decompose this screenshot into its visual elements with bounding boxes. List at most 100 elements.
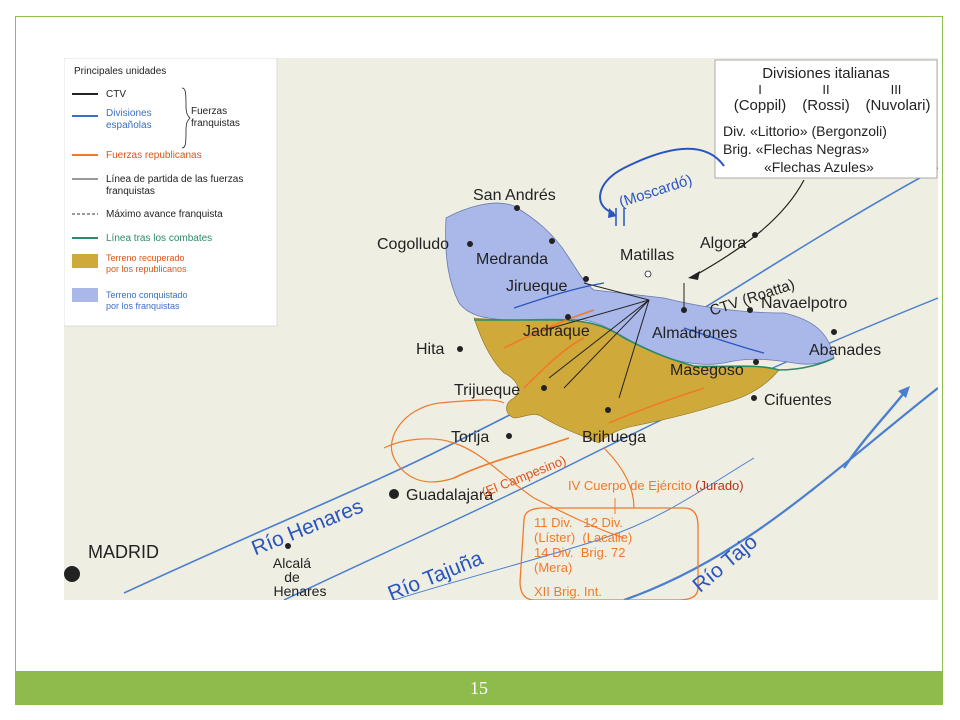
svg-text:MADRID: MADRID [88,542,159,562]
ctv-fan-4 [618,299,650,399]
legend-divisiones-label: Divisiones [106,108,152,119]
ctv-arrow-main [693,179,805,277]
town-alcala: Alcalá de Henares [273,543,327,599]
town-jirueque: Jirueque [506,276,589,295]
legend-conquistado-swatch [72,288,98,302]
town-trijueque: Trijueque [454,382,547,399]
rep-arrow-6 [603,447,635,509]
ctv-arrowhead [688,271,700,280]
legend-divisiones-label-2: españolas [106,120,152,131]
division-line-3: 14 Div. Brig. 72 [534,545,626,560]
tajo-flow-arrow [843,392,905,469]
river-tajo-line [623,387,938,600]
svg-text:Torija: Torija [451,429,489,446]
commander-3: (Nuvolari) [865,97,930,114]
ctv-fan-2 [548,299,650,379]
battle-map: Principales unidades CTV Divisiones espa… [64,58,938,600]
legend-linea-label: Línea tras los combates [106,233,212,244]
svg-text:San Andrés: San Andrés [473,187,556,204]
rep-arrow-2 [523,337,585,389]
svg-text:Jirueque: Jirueque [506,278,567,295]
svg-text:Brihuega: Brihuega [582,429,646,446]
italian-line-3: «Flechas Azules» [764,159,874,175]
italian-divisions-title: Divisiones italianas [762,65,890,82]
italian-line-1: Div. «Littorio» (Bergonzoli) [723,123,887,139]
rep-arrow-1 [503,309,595,349]
svg-text:Cifuentes: Cifuentes [764,392,832,409]
town-cogolludo: Cogolludo [377,236,473,253]
svg-text:Guadalajara: Guadalajara [406,487,493,504]
moscardo-arrowhead-1 [608,208,617,218]
town-almadrones: Almadrones [652,307,737,342]
cuerpo-label: IV Cuerpo de Ejército (Jurado) [568,478,744,493]
svg-text:Masegoso: Masegoso [670,362,744,379]
footer-bar: 15 [15,671,943,705]
rep-arrow-4 [453,437,570,479]
division-line-5: XII Brig. Int. [534,584,602,599]
svg-text:Cogolludo: Cogolludo [377,236,449,253]
town-madrid: MADRID [64,542,159,582]
svg-text:Abanades: Abanades [809,342,881,359]
legend-recuperado-swatch [72,254,98,268]
river-tributary-line [393,457,755,600]
legend-title: Principales unidades [74,66,166,77]
legend-panel [64,58,278,327]
jurado-label: (Jurado) [695,478,743,493]
town-brihuega: Brihuega [582,407,646,446]
rep-line-jurado [383,438,625,539]
numeral-3: III [891,82,902,97]
numeral-1: I [758,82,762,97]
tajo-flow-arrowhead [898,386,910,398]
town-san-andres: San Andrés [473,187,556,211]
legend-maximo-label: Máximo avance franquista [106,209,223,220]
svg-text:Navaelpotro: Navaelpotro [761,295,847,312]
town-algora: Algora [700,232,758,252]
town-cifuentes: Cifuentes [751,392,832,409]
rep-arrow-3 [608,387,705,424]
italian-line-2: Brig. «Flechas Negras» [723,141,870,157]
blue-arrow-1 [513,282,605,309]
legend-republicanas-label: Fuerzas republicanas [106,150,202,161]
division-line-2: (Líster) (Lacalle) [534,530,632,545]
division-line-4: (Mera) [534,560,572,575]
ctv-fan-3 [563,299,650,389]
legend-ctv-label: CTV [106,89,126,100]
legend-conquistado-label-2: por los franquistas [106,301,180,311]
blue-arrow-2 [683,327,765,354]
moscardo-arrow [599,147,725,214]
town-medranda: Medranda [476,238,555,268]
legend-recuperado-label: Terreno recuperado [106,253,185,263]
svg-text:Algora: Algora [700,235,746,252]
svg-text:de: de [284,569,300,585]
svg-text:Matillas: Matillas [620,247,674,264]
svg-text:Alcalá: Alcalá [273,555,311,571]
legend-conquistado-label: Terreno conquistado [106,290,188,300]
rep-arrow-5 [390,399,505,483]
ctv-fan-5 [583,282,650,301]
town-masegoso: Masegoso [670,359,759,379]
division-box [519,507,699,600]
legend-group-label-2: franquistas [191,118,240,129]
commander-1: (Coppil) [734,97,787,114]
svg-text:Almadrones: Almadrones [652,325,737,342]
svg-text:Medranda: Medranda [476,251,548,268]
legend-partida-label: Línea de partida de las fuerzas [106,174,243,185]
town-torija: Torija [451,429,512,446]
town-jadraque: Jadraque [523,314,590,340]
svg-text:Trijueque: Trijueque [454,382,520,399]
page-number: 15 [470,678,488,698]
town-abanades: Abanades [809,329,881,359]
town-matillas: Matillas [620,247,674,278]
town-hita: Hita [416,341,463,358]
svg-text:Henares: Henares [274,583,327,599]
svg-text:Jadraque: Jadraque [523,323,590,340]
town-navaelpotro: Navaelpotro [747,295,847,313]
legend-group-label: Fuerzas [191,106,227,117]
legend-recuperado-label-2: por los republicanos [106,264,187,274]
division-line-1: 11 Div. 12 Div. [534,515,623,530]
ctv-fan-1 [533,299,650,334]
line-after-combat [474,319,835,371]
numeral-2: II [822,82,829,97]
legend-brace [181,87,191,149]
commander-2: (Rossi) [802,97,850,114]
